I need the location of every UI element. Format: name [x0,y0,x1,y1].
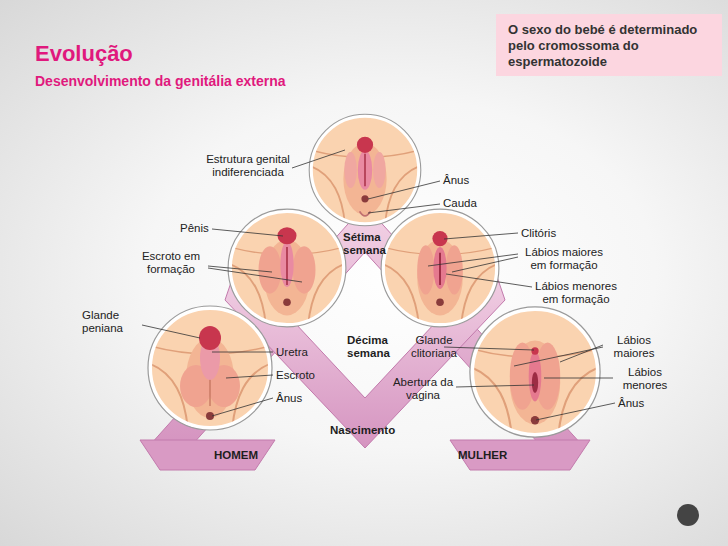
part-label: Lábios maiores [601,334,667,360]
leader-lines-part [444,233,518,239]
male-birth-part [148,306,272,430]
nav-dot [677,504,699,526]
leader-lines-part [444,347,534,350]
leader-lines-part [212,398,273,416]
female-birth-part-part [532,372,538,393]
male-seventh-week-part-part [283,298,291,306]
part-label: Cauda [443,197,493,210]
indifferent-stage-part-part [361,195,368,202]
leader-lines-part [560,345,603,362]
male-birth [148,306,272,430]
part-label: Nascimento [330,424,425,437]
indifferent-stage-part [309,114,421,226]
part-label: MULHER [458,449,528,462]
leader-lines-part [368,204,440,213]
leader-lines-part [544,378,613,379]
leader-lines-part [226,375,273,378]
leader-lines-part [368,181,440,199]
female-seventh-week-part-part [417,245,434,294]
indifferent-stage-part-part [364,154,365,186]
part-label: Lábios menores [612,366,678,392]
leader-lines-part [212,229,283,236]
slide-title: Evolução [35,41,133,67]
part-label: Ânus [276,392,316,405]
part-label: Ânus [443,174,483,187]
female-birth-part-part [529,351,542,401]
part-label: Pênis [180,222,220,235]
leader-lines-part [292,150,345,168]
part-label: Escroto [276,369,331,382]
male-seventh-week-part-part [259,246,282,294]
note-text: O sexo do bebé é determinado pelo cromos… [508,22,712,70]
female-birth-part [470,307,600,437]
female-seventh-week-part-part [436,298,444,306]
chevron-band-part [140,440,275,470]
note-box: O sexo do bebé é determinado pelo cromos… [496,14,722,76]
male-seventh-week-part [228,209,346,327]
male-seventh-week [228,209,346,327]
part-label: Uretra [276,346,326,359]
female-birth [470,307,600,437]
indifferent-stage-part-part [360,211,371,216]
indifferent-stage-part-part [358,150,372,190]
part-label: Décima semana [347,334,402,360]
indifferent-stage-part-part [357,137,373,153]
indifferent-stage-part-part [344,152,357,188]
leader-lines-part [446,274,532,287]
female-birth-part-part [531,416,539,424]
part-label: Estrutura genital indiferenciada [194,153,302,179]
part-label: Clitóris [521,227,581,240]
female-seventh-week [381,209,499,327]
leader-lines-part [452,257,518,272]
part-label: Glande peniana [82,309,142,335]
chevron-band-part [450,440,590,470]
part-label: HOMEM [214,449,274,462]
male-birth-part-part [199,326,221,350]
leader-lines-part [456,385,534,387]
part-label: Ânus [618,397,658,410]
female-seventh-week-part [381,209,499,327]
female-birth-part-part [531,347,538,354]
leader-lines-part [212,352,273,353]
female-seventh-week-part-part [433,247,446,289]
leader-lines-part [514,347,603,366]
part-label: Glande clitoriana [398,334,470,360]
leader-lines-part [208,266,272,272]
indifferent-stage [309,114,421,226]
part-label: Abertura da vagina [383,376,463,402]
leader-lines-part [208,268,302,282]
indifferent-stage-part-part [373,152,386,188]
part-label: Sétima semana [343,231,395,257]
female-seventh-week-part-part [439,253,441,285]
subtitle: Desenvolvimento da genitália externa [35,73,435,90]
part-label: Lábios menores em formação [530,280,622,306]
part-label: Lábios maiores em formação [518,246,610,272]
leader-lines-part [142,325,200,338]
male-seventh-week-part-part [293,246,316,294]
part-label: Escroto em formação [130,250,212,276]
leader-lines-part [536,403,615,420]
